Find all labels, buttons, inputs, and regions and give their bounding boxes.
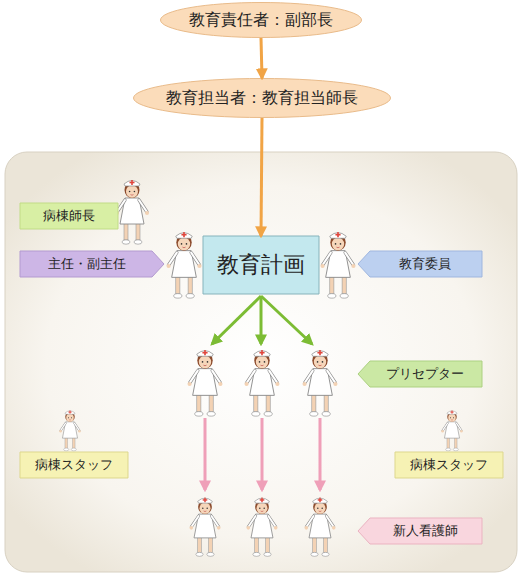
role-tag: 教育委員	[358, 251, 482, 277]
plan-arrows	[212, 296, 312, 344]
box-outline	[20, 203, 118, 229]
node-text: 教育担当者：教育担当師長	[166, 89, 358, 107]
text-holder: 教育担当者：教育担当師長	[133, 78, 391, 118]
box-outline	[395, 452, 503, 478]
box-outline	[358, 361, 482, 387]
text-holder: 新人看護師	[358, 518, 482, 544]
role-tag: 病棟師長	[20, 203, 118, 229]
role-ellipse: 教育担当者：教育担当師長	[133, 78, 391, 118]
ellipse-outline	[161, 3, 362, 38]
box-outline	[358, 251, 482, 277]
box-outline	[20, 452, 128, 478]
text-holder: 病棟スタッフ	[20, 452, 128, 478]
role-ellipse: 教育責任者：副部長	[160, 2, 362, 38]
group-area	[5, 152, 517, 572]
text-holder: 教育責任者：副部長	[160, 2, 362, 38]
role-tag: プリセプター	[358, 361, 482, 387]
text-holder: 主任・副主任	[20, 251, 164, 277]
ellipse-outline	[134, 79, 391, 118]
text-holder: 病棟師長	[20, 203, 118, 229]
box-outline	[358, 518, 482, 544]
text-holder: 病棟スタッフ	[395, 452, 503, 478]
node-text: 教育委員	[399, 257, 451, 272]
text-holder: プリセプター	[358, 361, 482, 387]
box-outline	[203, 236, 319, 294]
node-text: 新人看護師	[393, 524, 458, 539]
node-text: プリセプター	[386, 367, 464, 382]
role-tag: 病棟スタッフ	[20, 452, 128, 478]
role-tag: 新人看護師	[358, 518, 482, 544]
node-text: 病棟スタッフ	[410, 458, 488, 473]
role-tag: 病棟スタッフ	[395, 452, 503, 478]
plan-box: 教育計画	[203, 236, 319, 294]
text-holder: 教育委員	[358, 251, 482, 277]
text-holder: 教育計画	[203, 236, 319, 294]
node-text: 教育責任者：副部長	[189, 11, 333, 29]
node-text: 病棟師長	[43, 209, 95, 224]
flow-arrow	[261, 38, 262, 78]
node-text: 教育計画	[217, 252, 305, 277]
node-text: 病棟スタッフ	[35, 458, 113, 473]
node-text: 主任・副主任	[48, 257, 126, 272]
role-tag: 主任・副主任	[20, 251, 164, 277]
box-outline	[20, 251, 164, 277]
flow-arrow	[261, 118, 262, 236]
guidance-arrows	[205, 418, 320, 490]
